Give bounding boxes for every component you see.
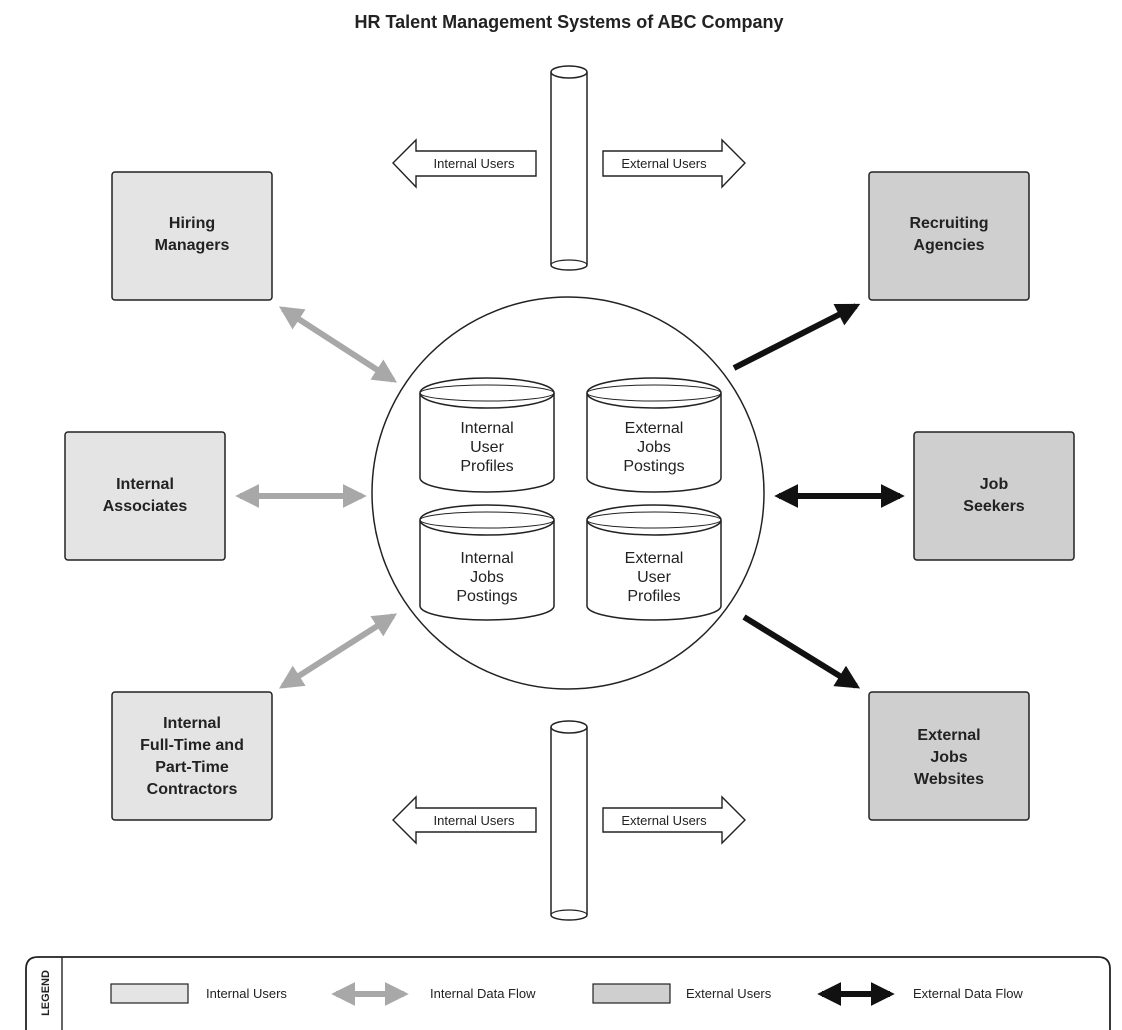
top-gateway-pipe [550, 65, 588, 271]
node-job-seekers-line1: Job [980, 476, 1009, 493]
node-external-jobs-websites-line2: Jobs [930, 749, 967, 766]
bottom-gateway-pipe [550, 720, 588, 921]
legend-external-data-flow-label: External Data Flow [913, 986, 1023, 1001]
top-internal-users-label: Internal Users [434, 156, 515, 171]
flow-internal-contractors [278, 613, 398, 689]
node-recruiting-agencies-line1: Recruiting [909, 215, 988, 232]
db-internal-jobs-postings-line2: Jobs [470, 569, 504, 586]
flow-hiring-managers [278, 306, 398, 383]
db-external-jobs-postings-line3: Postings [623, 458, 684, 475]
node-internal-contractors-line3: Part-Time [155, 759, 229, 776]
db-external-user-profiles: External User Profiles [586, 504, 722, 621]
db-internal-user-profiles: Internal User Profiles [419, 377, 555, 493]
legend-internal-users-label: Internal Users [206, 986, 287, 1001]
node-internal-associates-line1: Internal [116, 476, 174, 493]
db-internal-jobs-postings: Internal Jobs Postings [419, 504, 555, 621]
db-external-jobs-postings-line2: Jobs [637, 439, 671, 456]
node-external-jobs-websites-line3: Websites [914, 771, 984, 788]
diagram-title: HR Talent Management Systems of ABC Comp… [354, 12, 783, 32]
node-recruiting-agencies-line2: Agencies [913, 237, 984, 254]
flow-external-jobs-websites [742, 614, 861, 689]
node-hiring-managers-line1: Hiring [169, 215, 215, 232]
legend-internal-users-swatch [110, 983, 189, 1004]
db-internal-user-profiles-line3: Profiles [460, 458, 513, 475]
node-internal-associates: Internal Associates [64, 431, 226, 561]
bottom-external-users-label: External Users [621, 813, 707, 828]
db-external-jobs-postings-line1: External [625, 420, 684, 437]
node-external-jobs-websites: External Jobs Websites [868, 691, 1030, 821]
db-external-jobs-postings: External Jobs Postings [586, 377, 722, 493]
legend-external-users-swatch [592, 983, 671, 1004]
node-external-jobs-websites-line1: External [917, 727, 980, 744]
central-system-circle [371, 296, 765, 690]
node-internal-contractors-line2: Full-Time and [140, 737, 244, 754]
top-internal-users-arrow: Internal Users [392, 138, 537, 189]
node-hiring-managers-line2: Managers [155, 237, 230, 254]
flow-recruiting-agencies [732, 303, 861, 371]
legend-internal-data-flow-label: Internal Data Flow [430, 986, 536, 1001]
node-hiring-managers: Hiring Managers [111, 171, 273, 301]
legend-external-users-label: External Users [686, 986, 772, 1001]
db-internal-user-profiles-line2: User [470, 439, 504, 456]
bottom-internal-users-arrow: Internal Users [392, 795, 537, 845]
top-external-users-arrow: External Users [602, 138, 746, 189]
db-external-user-profiles-line3: Profiles [627, 588, 680, 605]
node-internal-contractors: Internal Full-Time and Part-Time Contrac… [111, 691, 273, 821]
db-internal-jobs-postings-line1: Internal [460, 550, 513, 567]
node-job-seekers-line2: Seekers [963, 498, 1024, 515]
node-job-seekers: Job Seekers [913, 431, 1075, 561]
db-internal-user-profiles-line1: Internal [460, 420, 513, 437]
node-internal-contractors-line4: Contractors [147, 781, 238, 798]
db-external-user-profiles-line2: User [637, 569, 671, 586]
top-external-users-label: External Users [621, 156, 707, 171]
legend: LEGEND Internal Users Internal Data Flow… [25, 956, 1111, 1030]
db-external-user-profiles-line1: External [625, 550, 684, 567]
node-internal-associates-line2: Associates [103, 498, 188, 515]
legend-title: LEGEND [40, 970, 52, 1016]
db-internal-jobs-postings-line3: Postings [456, 588, 517, 605]
node-internal-contractors-line1: Internal [163, 715, 221, 732]
node-recruiting-agencies: Recruiting Agencies [868, 171, 1030, 301]
bottom-internal-users-label: Internal Users [434, 813, 515, 828]
bottom-external-users-arrow: External Users [602, 795, 746, 845]
